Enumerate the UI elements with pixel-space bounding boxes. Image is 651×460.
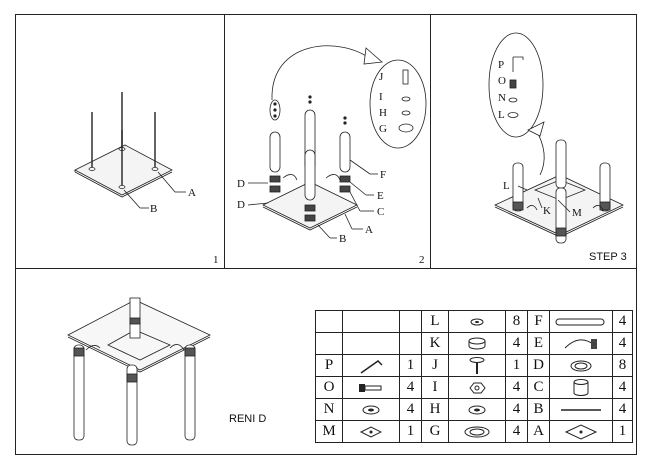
label-E: E	[377, 190, 384, 202]
part-quantity: 4	[505, 398, 528, 421]
part-letter: L	[421, 310, 449, 333]
part-letter: N	[315, 398, 343, 421]
part-quantity: 4	[505, 420, 528, 443]
part-quantity: 4	[612, 376, 633, 399]
washer-icon	[342, 398, 400, 421]
part-letter: B	[527, 398, 550, 421]
washer-icon	[448, 398, 506, 421]
zoom-label-P: P	[498, 59, 504, 71]
model-name: RENI D	[229, 413, 267, 425]
cap-icon	[448, 332, 506, 355]
hook-clamp-icon	[549, 332, 613, 355]
ring-cap-icon	[549, 354, 613, 377]
panel-3-drawing	[488, 32, 624, 244]
label-L: L	[503, 180, 510, 192]
label-D-upper: D	[237, 178, 245, 190]
part-quantity: 4	[399, 376, 422, 399]
glass-plate-icon	[549, 420, 613, 443]
part-quantity: 4	[612, 332, 633, 355]
part-letter	[315, 310, 343, 333]
panel-1-drawing	[74, 92, 186, 209]
part-quantity: 8	[612, 354, 633, 377]
zoom-label-L-bubble: L	[498, 109, 505, 121]
label-D-lower: D	[237, 199, 245, 211]
label-C: C	[377, 206, 384, 218]
part-letter: A	[527, 420, 550, 443]
part-quantity: 1	[399, 354, 422, 377]
part-quantity: 8	[505, 310, 528, 333]
long-tube-icon	[549, 310, 613, 333]
label-F: F	[380, 169, 386, 181]
screw-icon	[342, 376, 400, 399]
step-3-title: STEP 3	[589, 251, 627, 263]
zoom-label-O: O	[498, 75, 506, 87]
part-quantity: 4	[612, 398, 633, 421]
large-washer-icon	[448, 420, 506, 443]
label-B: B	[150, 203, 157, 215]
nut-icon	[448, 376, 506, 399]
part-quantity	[399, 332, 422, 355]
part-letter: H	[421, 398, 449, 421]
plate-icon	[342, 420, 400, 443]
part-quantity: 1	[399, 420, 422, 443]
label-K: K	[543, 205, 551, 217]
part-letter: O	[315, 376, 343, 399]
assembled-table-drawing	[67, 297, 211, 446]
zoom-label-H: H	[379, 107, 387, 119]
part-letter: E	[527, 332, 550, 355]
zoom-label-G: G	[379, 123, 387, 135]
part-letter: I	[421, 376, 449, 399]
panel-number-1: 1	[213, 254, 219, 266]
part-icon-empty	[342, 332, 400, 355]
rod-icon	[549, 398, 613, 421]
part-letter: F	[527, 310, 550, 333]
part-letter: M	[315, 420, 343, 443]
zoom-label-I: I	[379, 91, 383, 103]
part-letter: D	[527, 354, 550, 377]
label-A: A	[188, 187, 196, 199]
label-A-panel2: A	[365, 224, 373, 236]
part-quantity	[399, 310, 422, 333]
part-letter: J	[421, 354, 449, 377]
panel-number-2: 2	[419, 254, 425, 266]
part-letter	[315, 332, 343, 355]
panel-2-drawing	[247, 45, 427, 239]
part-quantity: 4	[399, 398, 422, 421]
outer-frame	[15, 14, 637, 455]
small-washer-icon	[448, 310, 506, 333]
label-B-panel2: B	[339, 233, 346, 245]
part-quantity: 4	[505, 376, 528, 399]
part-quantity: 4	[612, 310, 633, 333]
part-letter: G	[421, 420, 449, 443]
cylinder-icon	[549, 376, 613, 399]
part-quantity: 1	[612, 420, 633, 443]
part-letter: C	[527, 376, 550, 399]
allen-key-icon	[342, 354, 400, 377]
bolt-icon	[448, 354, 506, 377]
zoom-label-N: N	[498, 92, 506, 104]
label-M: M	[572, 207, 582, 219]
part-icon-empty	[342, 310, 400, 333]
part-letter: K	[421, 332, 449, 355]
part-quantity: 4	[505, 332, 528, 355]
part-quantity: 1	[505, 354, 528, 377]
zoom-label-J: J	[379, 71, 384, 83]
part-letter: P	[315, 354, 343, 377]
